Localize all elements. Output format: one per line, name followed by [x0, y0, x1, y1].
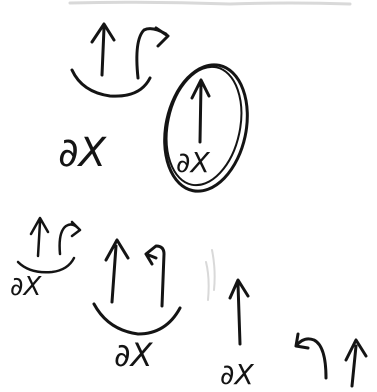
far-right-up-arrow	[346, 340, 366, 386]
lower-hook-arrow	[146, 246, 164, 306]
small-turn-arrow	[60, 222, 80, 254]
lower-small-diagram: ∂X	[10, 218, 80, 302]
small-up-arrow	[31, 218, 48, 256]
small-cup	[18, 258, 74, 272]
circled-diagram: ∂X	[154, 57, 259, 199]
middle-smudge	[206, 250, 215, 300]
right-up-arrow	[230, 280, 248, 344]
lower-up-arrow	[106, 240, 128, 302]
up-arrow-1	[92, 24, 114, 75]
lower-cup	[94, 304, 180, 334]
up-arrow-circled	[192, 80, 209, 142]
label-lower-middle: ∂X	[114, 336, 154, 374]
label-lower-small: ∂X	[10, 272, 42, 302]
upper-left-diagram: ∂X	[58, 24, 168, 176]
turn-arrow	[137, 28, 168, 78]
label-lower-right: ∂X	[220, 358, 254, 391]
lower-right-diagram: ∂X	[220, 280, 366, 391]
top-smudge	[70, 2, 350, 4]
lower-middle-diagram: ∂X	[94, 240, 180, 374]
label-circled: ∂X	[176, 146, 210, 179]
right-turn-arrow	[296, 334, 326, 378]
label-upper-left: ∂X	[58, 130, 108, 176]
